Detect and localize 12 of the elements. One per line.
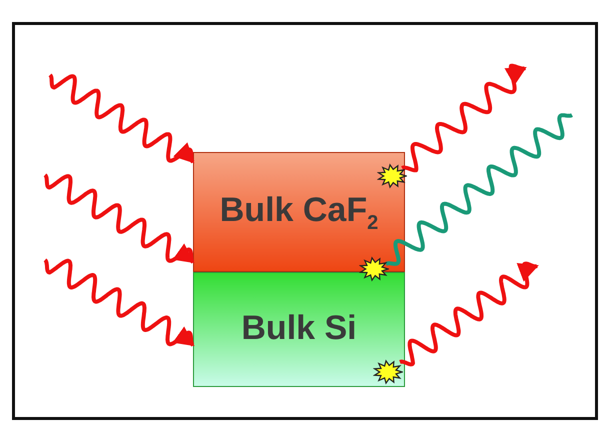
light-wave-arrow	[48, 74, 195, 164]
light-wave-arrow	[400, 64, 527, 172]
light-wave-arrow	[398, 262, 539, 366]
burst-icon	[359, 254, 389, 284]
light-wave	[385, 113, 573, 266]
layer-label: Bulk Si	[240, 309, 358, 348]
burst-icon	[373, 357, 403, 387]
layer-block	[193, 272, 405, 387]
layer-label: Bulk CaF$_{2}$	[218, 191, 380, 235]
burst-icon	[377, 161, 407, 191]
light-wave-arrow	[43, 258, 195, 346]
light-wave-arrow	[43, 174, 195, 264]
